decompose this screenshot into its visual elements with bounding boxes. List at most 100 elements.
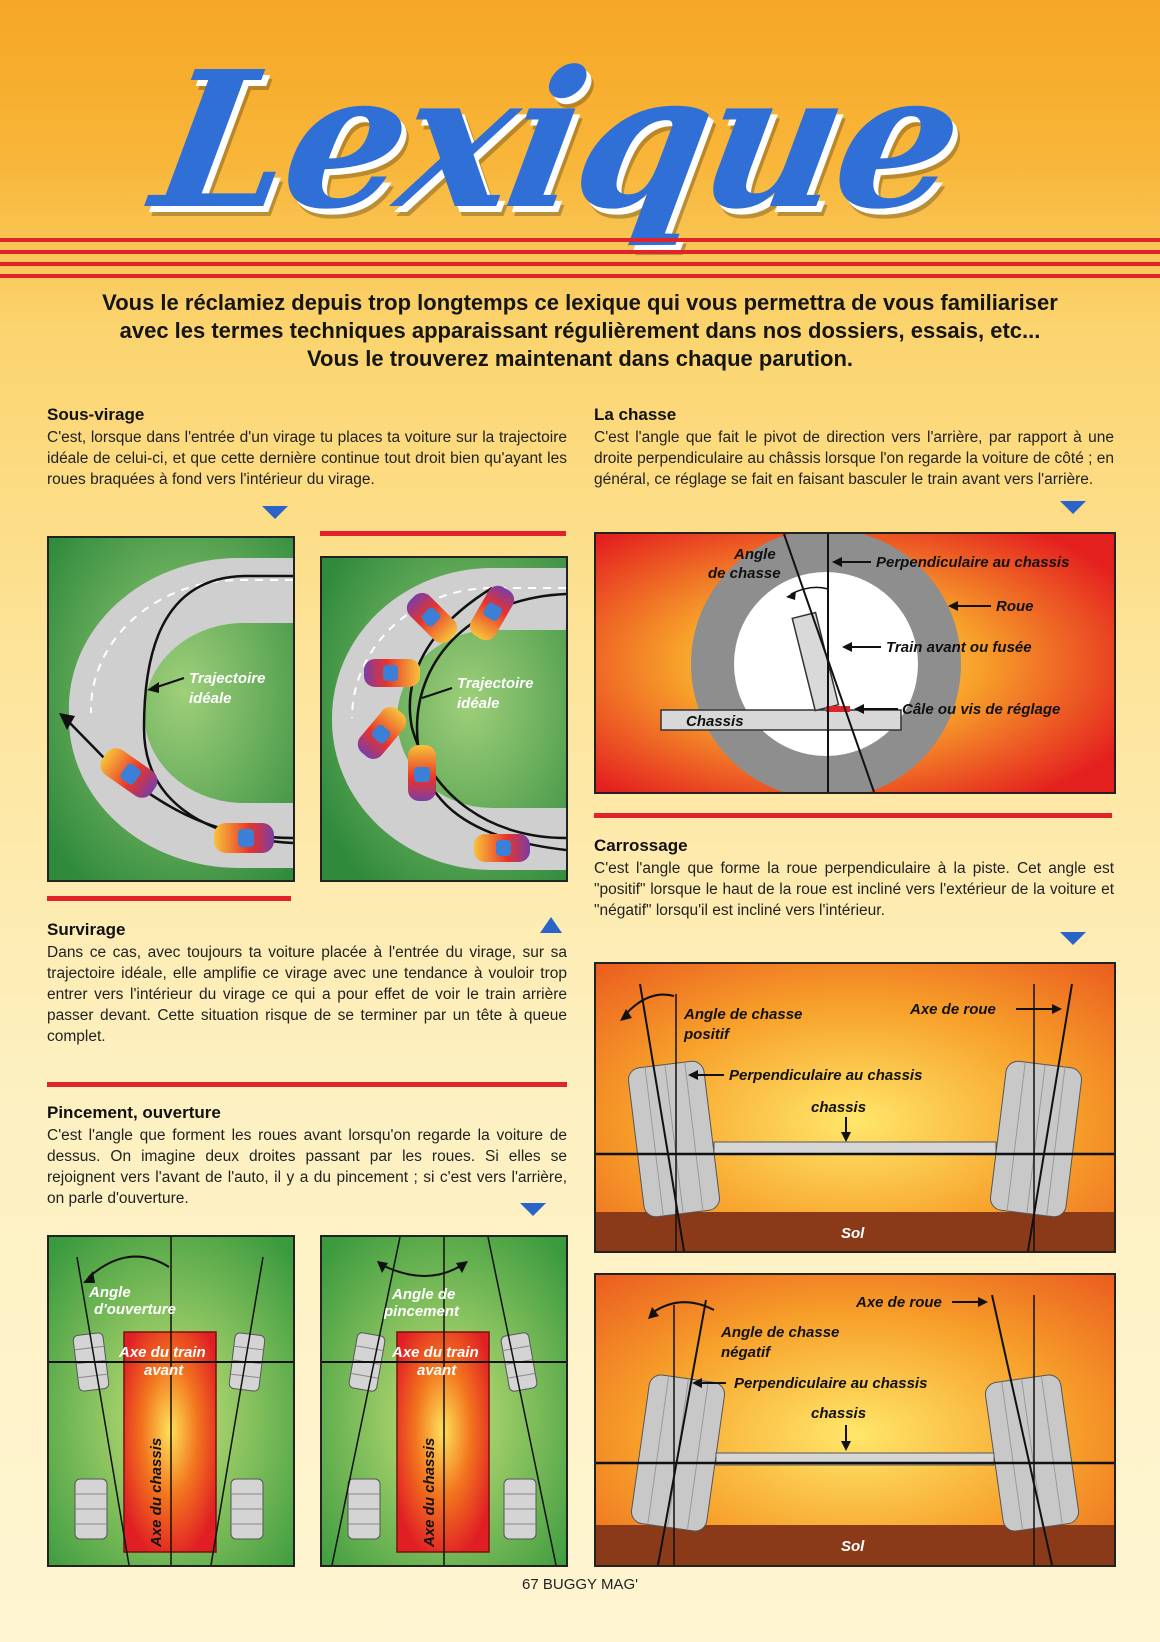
diagram-label: chassis xyxy=(811,1099,866,1116)
diagram-label: de chasse xyxy=(708,565,781,582)
diagram-label: Perpendiculaire au chassis xyxy=(734,1375,927,1392)
svg-text:Axe du train: Axe du train xyxy=(391,1344,479,1361)
chasse-diagram: Angle de chasse Perpendiculaire au chass… xyxy=(594,532,1116,794)
svg-text:Sol: Sol xyxy=(841,1225,865,1242)
diagram-label: Axe du train xyxy=(118,1344,206,1361)
diagram-label: avant xyxy=(417,1362,457,1379)
pincement-title: Pincement, ouverture xyxy=(47,1103,221,1122)
svg-text:positif: positif xyxy=(683,1026,731,1043)
carrossage-text: C'est l'angle que forme la roue perpendi… xyxy=(594,860,1114,919)
svg-text:Perpendiculaire au chassis: Perpendiculaire au chassis xyxy=(876,554,1069,571)
page-title: Lexique xyxy=(140,30,975,251)
page-footer: 67 BUGGY MAG' xyxy=(522,1576,638,1593)
svg-text:Angle: Angle xyxy=(733,546,776,563)
svg-text:Axe du train: Axe du train xyxy=(118,1344,206,1361)
survirage-diagram: Trajectoire idéale xyxy=(320,556,568,882)
carrossage-negatif-diagram: Angle de chasse négatif Axe de roue Perp… xyxy=(594,1273,1116,1567)
diagram-label: Angle xyxy=(733,546,776,563)
svg-text:Axe de roue: Axe de roue xyxy=(909,1001,996,1018)
divider xyxy=(594,813,1112,818)
arrow-up-icon xyxy=(540,917,562,933)
arrow-down-icon xyxy=(262,506,288,519)
diagram-label: Axe du chassis xyxy=(148,1438,165,1548)
diagram-label: Train avant ou fusée xyxy=(886,639,1032,656)
title-stripe xyxy=(0,262,1160,266)
diagram-label: Angle de xyxy=(391,1286,455,1303)
svg-text:Sol: Sol xyxy=(841,1538,865,1555)
pincement-text: C'est l'angle que forment les roues avan… xyxy=(47,1127,567,1207)
carrossage-positif-diagram: Angle de chasse positif Axe de roue Perp… xyxy=(594,962,1116,1253)
car-icon xyxy=(214,823,274,853)
chasse-text: C'est l'angle que fait le pivot de direc… xyxy=(594,429,1114,488)
diagram-label: d'ouverture xyxy=(94,1301,176,1318)
wheel-icon xyxy=(503,1478,537,1540)
diagram-label: Axe de roue xyxy=(909,1001,996,1018)
diagram-label: Axe du chassis xyxy=(421,1438,438,1548)
svg-text:Perpendiculaire au chassis: Perpendiculaire au chassis xyxy=(734,1375,927,1392)
divider xyxy=(320,531,566,536)
car-icon xyxy=(100,748,158,798)
svg-text:pincement: pincement xyxy=(383,1303,460,1320)
sous-virage-title: Sous-virage xyxy=(47,405,145,424)
svg-text:Câle ou vis de réglage: Câle ou vis de réglage xyxy=(902,701,1060,718)
car-icon xyxy=(406,592,458,644)
wheel-icon xyxy=(347,1478,381,1540)
svg-text:Angle de: Angle de xyxy=(391,1286,455,1303)
diagram-label: Axe du train xyxy=(391,1344,479,1361)
svg-text:Trajectoire: Trajectoire xyxy=(189,670,265,687)
svg-text:Angle de chasse: Angle de chasse xyxy=(720,1324,839,1341)
diagram-label: positif xyxy=(683,1026,731,1043)
intro-line: Vous le trouverez maintenant dans chaque… xyxy=(306,346,854,371)
diagram-label: pincement xyxy=(383,1303,460,1320)
intro-line: Vous le réclamiez depuis trop longtemps … xyxy=(102,290,1058,315)
wheel-icon xyxy=(990,1060,1082,1218)
svg-text:Angle: Angle xyxy=(88,1284,131,1301)
car-icon xyxy=(408,745,436,801)
survirage-title: Survirage xyxy=(47,920,126,939)
chasse-title: La chasse xyxy=(594,405,677,424)
intro-line: avec les termes techniques apparaissant … xyxy=(119,318,1041,343)
divider xyxy=(47,896,291,901)
car-icon xyxy=(474,834,530,862)
svg-text:avant: avant xyxy=(144,1362,184,1379)
diagram-label: Sol xyxy=(841,1225,865,1242)
diagram-label: Perpendiculaire au chassis xyxy=(876,554,1069,571)
intro-text: Vous le réclamiez depuis trop longtemps … xyxy=(40,289,1120,373)
svg-text:Trajectoire: Trajectoire xyxy=(457,675,533,692)
diagram-label: Perpendiculaire au chassis xyxy=(729,1067,922,1084)
svg-text:Axe du chassis: Axe du chassis xyxy=(148,1438,165,1548)
diagram-label: Angle de chasse xyxy=(683,1006,802,1023)
diagram-label: Angle xyxy=(88,1284,131,1301)
svg-text:idéale: idéale xyxy=(189,690,232,707)
diagram-label: Sol xyxy=(841,1538,865,1555)
survirage-text: Dans ce cas, avec toujours ta voiture pl… xyxy=(47,944,567,1045)
svg-text:de chasse: de chasse xyxy=(708,565,781,582)
diagram-label: idéale xyxy=(457,695,500,712)
svg-text:Axe de roue: Axe de roue xyxy=(855,1294,942,1311)
car-icon xyxy=(469,585,515,641)
svg-text:négatif: négatif xyxy=(721,1344,772,1361)
diagram-label: Câle ou vis de réglage xyxy=(902,701,1060,718)
svg-text:Roue: Roue xyxy=(996,598,1034,615)
diagram-label: Chassis xyxy=(686,713,744,730)
arrow-down-icon xyxy=(1060,501,1086,514)
title-stripe xyxy=(0,238,1160,242)
diagram-label: idéale xyxy=(189,690,232,707)
sous-virage-text: C'est, lorsque dans l'entrée d'un virage… xyxy=(47,429,567,488)
svg-text:avant: avant xyxy=(417,1362,457,1379)
car-icon xyxy=(357,707,407,759)
svg-text:Chassis: Chassis xyxy=(686,713,744,730)
diagram-label: Trajectoire xyxy=(457,675,533,692)
diagram-label: Axe de roue xyxy=(855,1294,942,1311)
svg-text:d'ouverture: d'ouverture xyxy=(94,1301,176,1318)
svg-text:idéale: idéale xyxy=(457,695,500,712)
svg-text:Angle de chasse: Angle de chasse xyxy=(683,1006,802,1023)
arrow-down-icon xyxy=(520,1203,546,1216)
arrow-down-icon xyxy=(1060,932,1086,945)
wheel-icon xyxy=(230,1478,264,1540)
title-stripe xyxy=(0,250,1160,254)
svg-text:Train avant ou fusée: Train avant ou fusée xyxy=(886,639,1032,656)
diagram-label: Trajectoire xyxy=(189,670,265,687)
diagram-label: négatif xyxy=(721,1344,772,1361)
wheel-icon xyxy=(628,1060,720,1218)
